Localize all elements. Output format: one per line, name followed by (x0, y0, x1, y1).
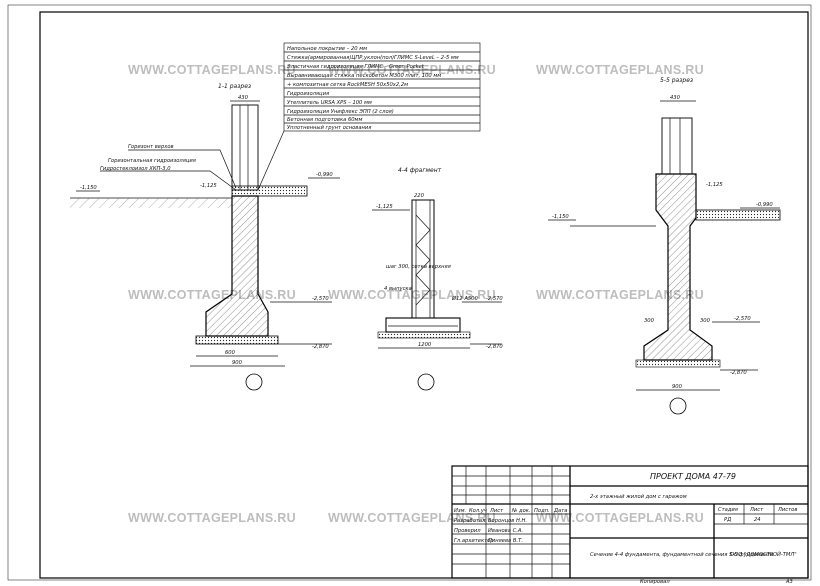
svg-text:Иванова С.А.: Иванова С.А. (488, 528, 523, 534)
svg-text:Лист: Лист (749, 507, 764, 513)
svg-text:Кол.уч: Кол.уч (469, 508, 487, 514)
svg-text:Сечение 4-4 фундамента, фундам: Сечение 4-4 фундамента, фундаментной сеч… (590, 552, 774, 558)
svg-text:1200: 1200 (418, 342, 432, 348)
layer-1: Стяжка(армированная)ЦПР,уклон(пол)ГЛИМС … (287, 55, 459, 61)
svg-text:А3: А3 (785, 579, 793, 585)
inner-frame (39, 11, 809, 579)
svg-text:-2,870: -2,870 (486, 344, 503, 350)
svg-text:Пиняева В.Т.: Пиняева В.Т. (488, 538, 523, 544)
svg-text:Горизонтальная гидроизоляция: Горизонтальная гидроизоляция (108, 158, 196, 164)
svg-text:WWW.COTTAGEPLANS.RU: WWW.COTTAGEPLANS.RU (536, 63, 704, 77)
svg-text:600: 600 (225, 350, 236, 356)
svg-text:430: 430 (238, 95, 249, 101)
layer-7: Гидроизоляция Унифлекс ЭПП (2 слоя) (287, 109, 394, 115)
svg-text:-2,870: -2,870 (312, 344, 329, 350)
section-5-5: 5-5 разрез 430 900 -1,150 -1,125 -0,990 … (548, 77, 781, 415)
layer-2: Эластичная гидроизоляция ГЛИМС – Green P… (286, 64, 425, 70)
svg-text:Горизонт верхов: Горизонт верхов (128, 144, 174, 150)
svg-text:4 выпуска: 4 выпуска (384, 286, 412, 292)
layer-6: Утеплитель URSA XPS – 100 мм (287, 100, 372, 106)
layer-legend: Напольное покрытие – 20 мм Стяжка(армиро… (257, 42, 481, 191)
svg-text:-0,990: -0,990 (316, 172, 333, 178)
section-4-4: 4-4 фрагмент -1,125 220 шаг 300, сетка в… (372, 167, 503, 391)
svg-text:-2,870: -2,870 (730, 370, 747, 376)
svg-text:WWW.COTTAGEPLANS.RU: WWW.COTTAGEPLANS.RU (128, 511, 296, 525)
svg-text:шаг 300, сетка верхняя: шаг 300, сетка верхняя (386, 264, 451, 270)
layer-0: Напольное покрытие – 20 мм (287, 46, 367, 52)
svg-text:-2,570: -2,570 (734, 316, 751, 322)
svg-text:Листов: Листов (777, 507, 797, 513)
svg-text:220: 220 (414, 193, 425, 199)
svg-text:-2,570: -2,570 (486, 296, 503, 302)
layer-3: Выравнивающая стяжка пескобетон М300 пли… (287, 73, 441, 79)
svg-text:Копировал: Копировал (640, 579, 670, 585)
svg-text:Лист: Лист (489, 508, 504, 514)
svg-text:Дата: Дата (553, 508, 567, 514)
svg-text:2-х этажный жилой дом с гаражо: 2-х этажный жилой дом с гаражом (590, 494, 687, 500)
svg-text:-1,150: -1,150 (80, 185, 97, 191)
layer-8: Бетонная подготовка 60мм (287, 117, 362, 123)
svg-text:РД: РД (724, 517, 731, 523)
section-1-1: 1-1 разрез 430 600 900 Горизонт верхов Г… (70, 83, 340, 391)
svg-text:430: 430 (670, 95, 681, 101)
svg-text:Проверил: Проверил (454, 528, 481, 534)
svg-text:-2,570: -2,570 (312, 296, 329, 302)
svg-text:-1,125: -1,125 (376, 204, 393, 210)
layer-9: Уплотненный грунт основания (287, 125, 371, 131)
svg-text:Воронцов Н.Н.: Воронцов Н.Н. (488, 518, 527, 524)
section-5-5-title: 5-5 разрез (660, 77, 693, 84)
svg-text:300: 300 (644, 318, 655, 324)
svg-text:300: 300 (700, 318, 711, 324)
svg-text:-1,125: -1,125 (706, 182, 723, 188)
svg-text:WWW.COTTAGEPLANS.RU: WWW.COTTAGEPLANS.RU (328, 511, 496, 525)
svg-text:24: 24 (754, 517, 761, 523)
svg-text:WWW.COTTAGEPLANS.RU: WWW.COTTAGEPLANS.RU (536, 511, 704, 525)
svg-text:-1,125: -1,125 (200, 183, 217, 189)
layer-4: + композитная сетка RockMESH 50х50х2,2м (287, 82, 408, 88)
svg-text:Ø12 A500: Ø12 A500 (451, 295, 478, 302)
svg-text:Подп.: Подп. (534, 508, 550, 514)
svg-text:-0,990: -0,990 (756, 202, 773, 208)
outer-frame (7, 4, 812, 581)
svg-text:Изм.: Изм. (454, 508, 466, 514)
svg-text:900: 900 (232, 360, 243, 366)
svg-text:900: 900 (672, 384, 683, 390)
svg-text:Гл.архитектор: Гл.архитектор (454, 538, 494, 544)
svg-text:Разработал: Разработал (454, 518, 486, 524)
svg-text:Гидростеклоизол ХКП-3,0: Гидростеклоизол ХКП-3,0 (100, 166, 171, 172)
title-block: Изм. Кол.уч Лист № док. Подп. Дата Разра… (451, 465, 809, 585)
section-4-4-title: 4-4 фрагмент (398, 167, 442, 174)
svg-text:WWW.COTTAGEPLANS.RU: WWW.COTTAGEPLANS.RU (128, 63, 296, 77)
svg-text:-1,150: -1,150 (552, 214, 569, 220)
svg-text:Стадия: Стадия (718, 507, 738, 513)
svg-text:WWW.COTTAGEPLANS.RU: WWW.COTTAGEPLANS.RU (128, 288, 296, 302)
section-1-1-title: 1-1 разрез (218, 83, 251, 90)
svg-text:WWW.COTTAGEPLANS.RU: WWW.COTTAGEPLANS.RU (536, 288, 704, 302)
svg-text:ООО "ДОМОСТРОЙ-ТМЛ": ООО "ДОМОСТРОЙ-ТМЛ" (730, 551, 797, 558)
project-title: ПРОЕКТ ДОМА 47-79 (650, 472, 736, 481)
layer-5: Гидроизоляция (287, 91, 329, 97)
watermarks: WWW.COTTAGEPLANS.RU WWW.COTTAGEPLANS.RU … (128, 63, 704, 525)
svg-text:№ док.: № док. (511, 508, 531, 514)
